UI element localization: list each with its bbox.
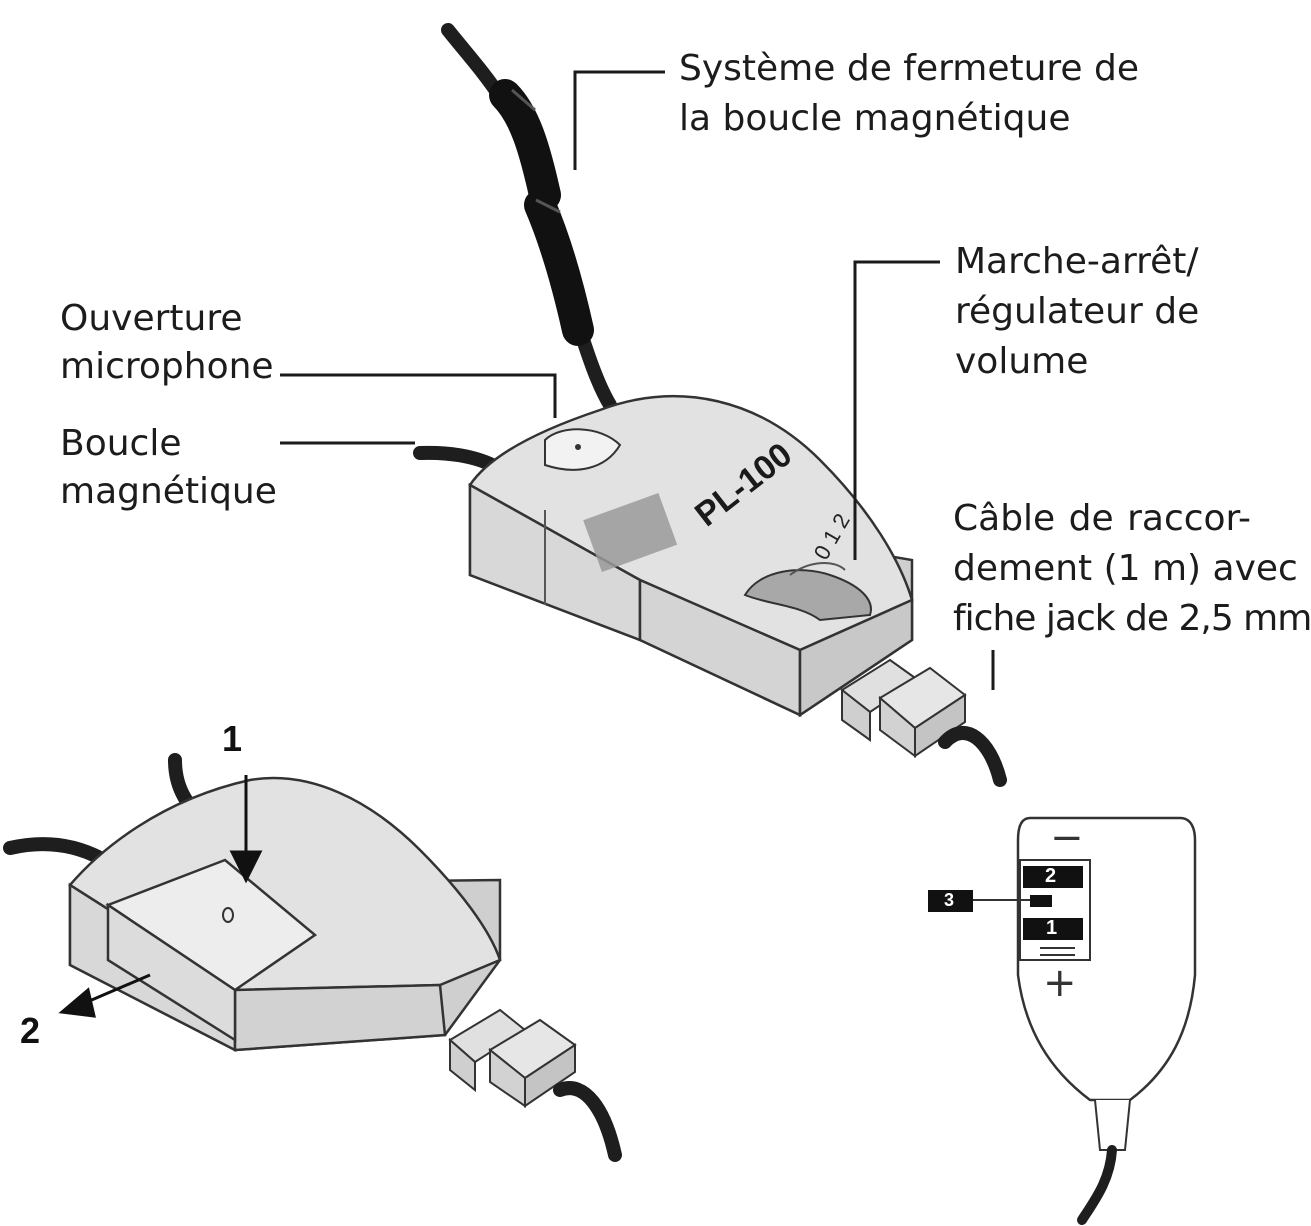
cable-label-line1: Câble de raccor-	[953, 498, 1252, 539]
opened-device	[3, 753, 622, 1162]
cable-label-line2: dement (1 m) avec	[953, 548, 1298, 589]
closure-label-line2: la boucle magnétique	[679, 98, 1071, 139]
minus-sign: −	[1050, 815, 1084, 861]
mic-opening-label-line2: microphone	[60, 346, 274, 387]
loop-label-line2: magnétique	[60, 471, 277, 512]
closure-label-line1: Système de fermeture de	[679, 48, 1140, 89]
step-arrows	[58, 775, 263, 1018]
device-diagram	[3, 23, 1197, 1225]
pl100-device	[468, 394, 1007, 787]
loop-closure-cable	[441, 23, 617, 412]
loop-label-line1: Boucle	[60, 423, 182, 464]
callout-3-label: 3	[944, 890, 955, 910]
power-volume-label-line3: volume	[955, 341, 1089, 382]
plus-sign: +	[1043, 960, 1077, 1006]
power-volume-label-line2: régulateur de	[955, 291, 1200, 332]
battery-panel-device	[928, 816, 1197, 1225]
cell-1-label: 1	[1046, 917, 1058, 939]
cable-label-line3: fiche jack de 2,5 mm	[953, 598, 1311, 639]
leader-lines	[280, 70, 995, 690]
step-2-number: 2	[20, 1010, 41, 1051]
mic-opening-label-line1: Ouverture	[60, 298, 243, 339]
step-1-number: 1	[222, 718, 243, 759]
cell-2-label: 2	[1045, 865, 1057, 887]
power-volume-label-line1: Marche-arrêt/	[955, 241, 1199, 282]
